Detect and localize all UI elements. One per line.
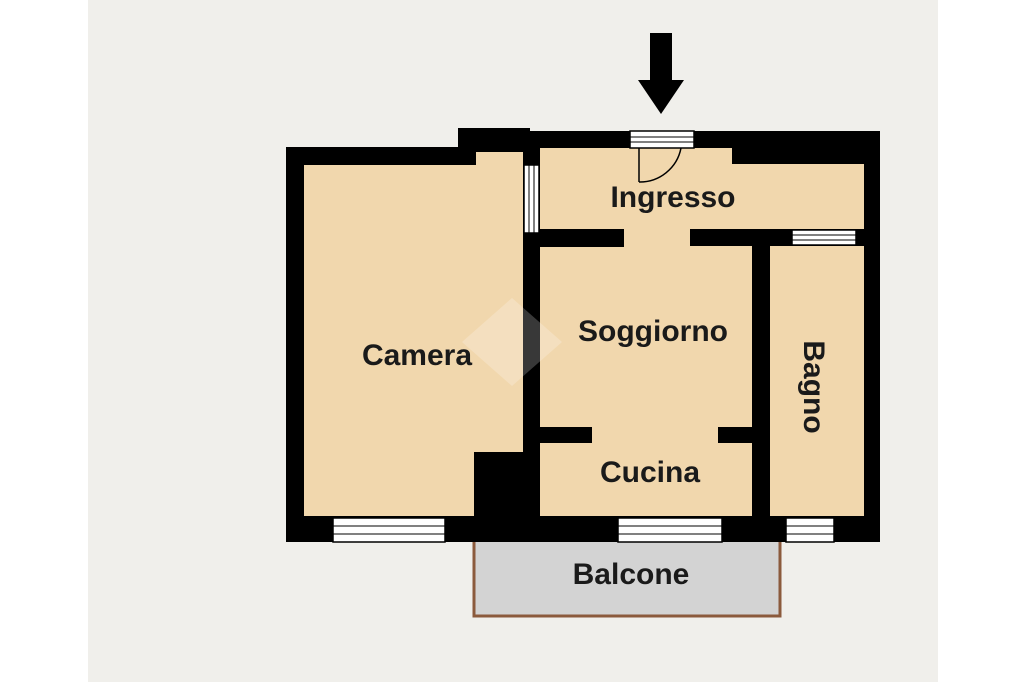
room-soggiorno: [540, 246, 752, 516]
room-bagno: [770, 246, 864, 516]
label-ingresso: Ingresso: [610, 181, 735, 214]
window-cucina-bottom: [617, 517, 723, 543]
wall-soggiorno-bagno: [752, 242, 770, 518]
wall-ingresso-soggiorno-left: [524, 230, 624, 247]
window-ingresso-top: [629, 130, 695, 149]
label-balcone: Balcone: [573, 558, 690, 591]
label-soggiorno: Soggiorno: [578, 315, 728, 348]
arrow-down-icon: [638, 33, 684, 114]
door-swing-icon: [638, 147, 682, 183]
wall-camera-soggiorno: [523, 148, 540, 518]
wall-kitchen-stub-right: [718, 427, 752, 443]
window-camera-side: [523, 164, 540, 234]
page-margin-left: [0, 0, 88, 682]
room-ingresso: [539, 148, 864, 229]
wall-kitchen-stub-left: [540, 427, 592, 443]
doorway-ingresso-soggiorno: [624, 228, 690, 248]
balcony-area: [472, 538, 782, 618]
room-camera: [304, 152, 523, 516]
page-margin-right: [938, 0, 1024, 682]
interior-walls: [523, 148, 865, 518]
room-fills: [304, 148, 864, 516]
label-cucina: Cucina: [600, 456, 700, 489]
label-bagno: Bagno: [797, 340, 830, 433]
window-bagno-top: [791, 229, 857, 246]
windows: [332, 130, 857, 543]
window-camera-bottom: [332, 517, 446, 543]
window-bagno-bottom: [785, 517, 835, 543]
watermark-logo: [462, 298, 562, 386]
label-camera: Camera: [362, 339, 472, 372]
